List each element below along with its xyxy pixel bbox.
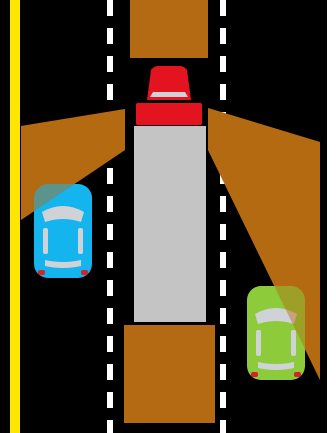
lane-dash xyxy=(107,336,113,352)
lane-dash xyxy=(107,252,113,268)
lane-dash xyxy=(107,224,113,240)
front-blind-zone xyxy=(130,0,208,58)
road-edge-line xyxy=(10,0,20,433)
lane-dash xyxy=(107,0,113,16)
lane-dash xyxy=(220,308,226,324)
lane-dash xyxy=(220,28,226,44)
lane-dash xyxy=(220,196,226,212)
lane-dash xyxy=(107,28,113,44)
lane-dash xyxy=(220,420,226,433)
lane-dash xyxy=(220,392,226,408)
lane-dash xyxy=(107,196,113,212)
lane-dash xyxy=(107,84,113,100)
lane-dash xyxy=(107,56,113,72)
truck-trailer xyxy=(134,126,206,322)
lane-dash xyxy=(107,280,113,296)
lane-dash xyxy=(220,0,226,16)
truck-windshield xyxy=(150,92,188,97)
rear-blind-zone xyxy=(124,325,215,423)
lane-dash xyxy=(107,392,113,408)
lane-dash xyxy=(220,280,226,296)
lane-dash xyxy=(220,252,226,268)
lane-dash xyxy=(107,308,113,324)
lane-dash xyxy=(220,364,226,380)
lane-dash xyxy=(107,364,113,380)
lane-dash xyxy=(107,420,113,433)
lane-dash xyxy=(220,56,226,72)
lane-dash xyxy=(220,336,226,352)
lane-dash xyxy=(220,84,226,100)
truck xyxy=(134,66,206,322)
lane-dash xyxy=(107,168,113,184)
lane-dash xyxy=(220,224,226,240)
